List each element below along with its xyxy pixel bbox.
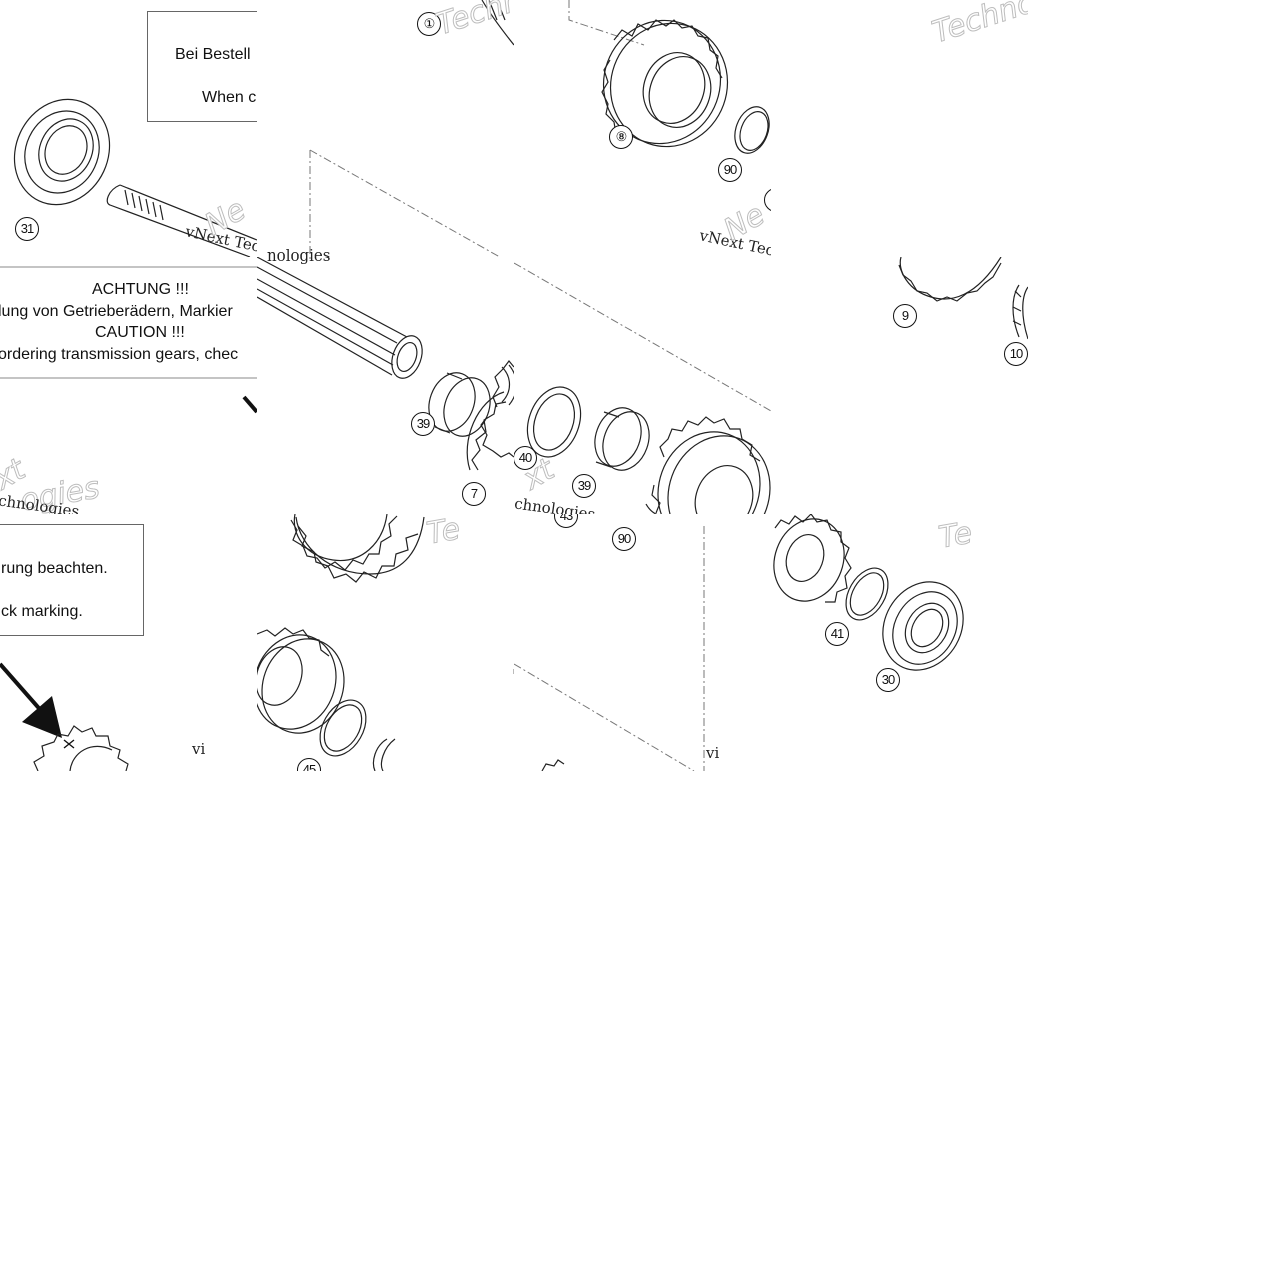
tile-bottom-left: rung beachten. ck marking. vi bbox=[0, 514, 257, 771]
tile-top-right: ⑧ 90 4 vNext Tec Ne bbox=[514, 0, 771, 257]
callout-1: ① bbox=[417, 12, 441, 36]
callout-10: 10 bbox=[1004, 342, 1028, 366]
tile-bottom-center-right: 90 43 vi bbox=[514, 514, 771, 771]
callout-40: 40 bbox=[514, 446, 537, 470]
callout-90: 90 bbox=[718, 158, 742, 182]
tile-bottom-far-right: 41 30 Te bbox=[771, 514, 1028, 771]
order-note-line-de: Bei Bestell bbox=[175, 46, 251, 63]
tile-top-middle: ① Techno nologies bbox=[257, 0, 514, 257]
callout-9: 9 bbox=[893, 304, 917, 328]
warning-title-de: ACHTUNG !!! bbox=[92, 281, 189, 298]
callout-41: 41 bbox=[825, 622, 849, 646]
tile-top-left: Bei Bestell When c 31 vNext Tec Ne bbox=[0, 0, 257, 257]
tile-center-right: 40 39 xt chnologies bbox=[514, 257, 771, 514]
callout-90: 90 bbox=[612, 527, 636, 551]
watermark-big-text: Techno bbox=[928, 0, 1028, 51]
callout-7: 7 bbox=[462, 482, 486, 506]
tile-top-far-right: Techno bbox=[771, 0, 1028, 257]
warning-frame-drawing bbox=[0, 266, 257, 414]
frame-corner-drawing bbox=[514, 526, 705, 771]
mainshaft-drawing bbox=[257, 257, 514, 458]
callout-39: 39 bbox=[411, 412, 435, 436]
callout-31: 31 bbox=[15, 217, 39, 241]
marking-arrow-drawing bbox=[0, 662, 129, 771]
gear-8-drawing bbox=[568, 0, 770, 154]
bearing-and-shaft-drawing bbox=[13, 98, 257, 257]
marking-note-line-en: ck marking. bbox=[1, 603, 83, 620]
arrow-head bbox=[22, 696, 62, 738]
gear-and-bearing-30-drawing bbox=[773, 514, 964, 671]
tile-center-far-right: 9 10 bbox=[771, 257, 1028, 514]
gears-and-rings-drawing bbox=[514, 262, 771, 514]
tile-bottom-center: Te 45 bbox=[257, 514, 514, 771]
callout-39: 39 bbox=[572, 474, 596, 498]
warning-text-en: ordering transmission gears, chec bbox=[0, 346, 239, 363]
order-note-box: Bei Bestell When c bbox=[147, 11, 257, 122]
marking-note-box: rung beachten. ck marking. bbox=[0, 524, 144, 636]
warning-text-de: lung von Getrieberädern, Markier bbox=[0, 303, 233, 320]
tile-center: 39 nologies bbox=[257, 257, 514, 514]
tile-middle-left: ACHTUNG !!! lung von Getrieberädern, Mar… bbox=[0, 257, 257, 514]
warning-title-en: CAUTION !!! bbox=[95, 324, 185, 341]
gears-9-10-drawing bbox=[898, 257, 1028, 340]
marking-note-line-de: rung beachten. bbox=[1, 560, 108, 577]
order-note-line-en: When c bbox=[202, 89, 257, 106]
gear-and-shims-drawing bbox=[257, 514, 514, 771]
frame-lines-drawing bbox=[309, 0, 514, 257]
callout-8: ⑧ bbox=[609, 125, 633, 149]
callout-30: 30 bbox=[876, 668, 900, 692]
